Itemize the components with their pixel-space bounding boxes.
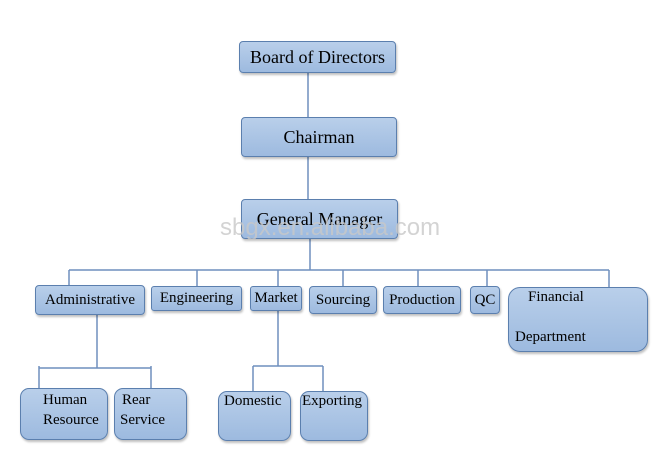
human-resource-label-line1: Human — [43, 392, 88, 408]
financial-label-line1: Financial — [528, 289, 584, 305]
chairman-label: Chairman — [283, 126, 355, 147]
sourcing-box: Sourcing — [309, 286, 377, 314]
production-label: Production — [389, 291, 455, 308]
general-manager-box: General Manager — [241, 199, 398, 239]
general-manager-label: General Manager — [256, 208, 383, 229]
financial-department-box: Financial Department — [508, 287, 648, 352]
market-box: Market — [250, 286, 302, 311]
domestic-box: Domestic — [218, 391, 291, 441]
human-resource-box: Human Resource — [20, 388, 108, 440]
financial-label-line2: Department — [515, 329, 586, 345]
board-of-directors-box: Board of Directors — [239, 41, 396, 73]
engineering-box: Engineering — [151, 286, 242, 311]
domestic-label: Domestic — [224, 393, 282, 409]
exporting-box: Exporting — [300, 391, 368, 441]
qc-label: QC — [474, 291, 496, 308]
board-of-directors-label: Board of Directors — [250, 46, 385, 67]
administrative-box: Administrative — [35, 285, 145, 315]
rear-service-label-line2: Service — [120, 412, 165, 428]
market-label: Market — [254, 290, 298, 306]
rear-service-box: Rear Service — [114, 388, 187, 440]
production-box: Production — [383, 286, 461, 314]
exporting-label: Exporting — [302, 393, 362, 409]
qc-box: QC — [470, 286, 500, 314]
chairman-box: Chairman — [241, 117, 397, 157]
sourcing-label: Sourcing — [315, 291, 371, 308]
administrative-label: Administrative — [45, 291, 135, 308]
engineering-label: Engineering — [159, 290, 234, 306]
human-resource-label-line2: Resource — [43, 412, 99, 428]
rear-service-label-line1: Rear — [122, 392, 151, 408]
